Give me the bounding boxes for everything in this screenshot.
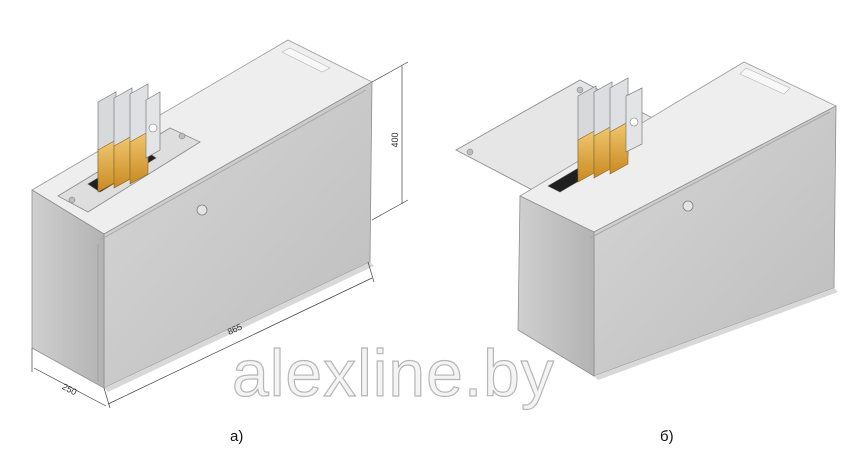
busbars-a: [97, 83, 161, 193]
busbars-b: [577, 77, 643, 183]
dimension-lines-a: [31, 61, 409, 409]
lock-knob-a: [196, 204, 208, 216]
caption-a: а): [230, 428, 244, 445]
caption-b: б): [660, 428, 674, 445]
enclosure-b: [455, 61, 838, 380]
enclosure-a: [31, 39, 374, 392]
watermark: alexline.by: [231, 335, 555, 410]
dimension-height-label: 400: [390, 132, 400, 147]
dimension-depth-label: 250: [60, 381, 78, 397]
lock-knob-b: [682, 200, 694, 212]
